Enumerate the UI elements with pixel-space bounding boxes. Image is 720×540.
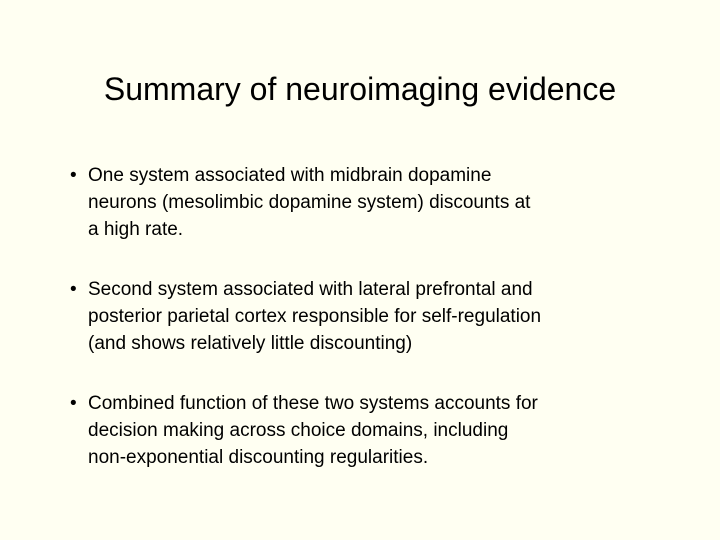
bullet-line: a high rate. — [88, 219, 184, 240]
bullet-marker: • — [70, 393, 77, 414]
bullet-line: (and shows relatively little discounting… — [88, 333, 413, 354]
bullet-line: One system associated with midbrain dopa… — [88, 165, 492, 186]
bullet-marker: • — [70, 165, 77, 186]
bullet-line: neurons (mesolimbic dopamine system) dis… — [88, 192, 531, 213]
bullet-line: decision making across choice domains, i… — [88, 420, 509, 441]
bullet-line: Combined function of these two systems a… — [88, 393, 538, 414]
bullet-item: • Combined function of these two systems… — [70, 390, 690, 471]
slide-title: Summary of neuroimaging evidence — [103, 71, 617, 107]
bullet-line: posterior parietal cortex responsible fo… — [88, 306, 542, 327]
bullet-line: non-exponential discounting regularities… — [88, 447, 429, 468]
bullet-line: Second system associated with lateral pr… — [88, 279, 533, 300]
bullet-marker: • — [70, 279, 77, 300]
bullet-list: • One system associated with midbrain do… — [70, 162, 690, 471]
bullet-item: • One system associated with midbrain do… — [70, 162, 690, 243]
bullet-item: • Second system associated with lateral … — [70, 276, 690, 357]
